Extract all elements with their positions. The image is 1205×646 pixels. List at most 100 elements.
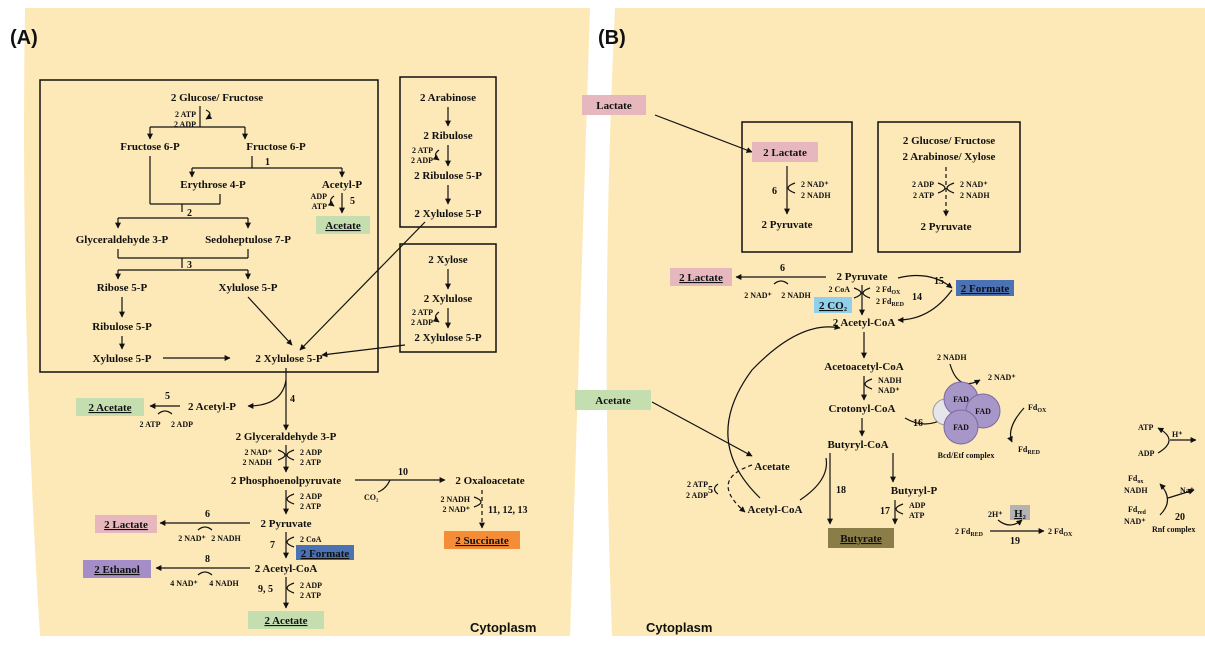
acetate-box (316, 216, 370, 234)
atp-acoa: 2 ATP (300, 591, 321, 600)
oxaloacetate: 2 Oxaloacetate (455, 475, 524, 487)
glucose-b: 2 Glucose/ Fructose (903, 135, 995, 147)
co2-b: 2 CO₂ (819, 300, 848, 312)
nad-bcd: 2 NAD⁺ (988, 373, 1016, 382)
acetyl-coa-b: 2 Acetyl-CoA (833, 317, 896, 329)
nadh-aa: NADH (878, 376, 902, 385)
succinate-box (444, 531, 520, 549)
nadh-glu-b: 2 NADH (960, 191, 990, 200)
adp-xyl: 2 ADP (411, 318, 433, 327)
lactate2-box-b (752, 142, 818, 162)
enzyme-17: 17 (880, 506, 890, 517)
succinate-product: 2 Succinate (455, 535, 509, 547)
adp-g3p: 2 ADP (300, 448, 322, 457)
pyruvate-b: 2 Pyruvate (836, 271, 887, 283)
atp-arab: 2 ATP (412, 146, 433, 155)
arabinose: 2 Arabinose (420, 92, 476, 104)
nad-g3p: 2 NAD⁺ (244, 448, 272, 457)
co2-box-b (814, 297, 852, 313)
ribulose: 2 Ribulose (423, 130, 472, 142)
pentose-phosphate-box (39, 79, 379, 373)
enzyme-5b: 5 (165, 391, 170, 402)
panel-label-b: (B) (598, 27, 626, 49)
fd-red-bcd: FdRED (1018, 445, 1041, 456)
butyryl-coa: Butyryl-CoA (827, 439, 888, 451)
adp-acoa: 2 ADP (300, 581, 322, 590)
atp-g3p: 2 ATP (300, 458, 321, 467)
panel-label-a: (A) (10, 27, 38, 49)
butyrate-product: Butyrate (840, 533, 882, 545)
adp-r: ADP (1138, 449, 1155, 458)
acetate-2-product: 2 Acetate (88, 402, 131, 414)
lactate-input-box (582, 95, 646, 115)
enzyme-18: 18 (836, 485, 846, 496)
butyryl-p: Butyryl-P (891, 485, 938, 497)
atp-bp: ATP (909, 511, 925, 520)
adp-bp: ADP (909, 501, 926, 510)
enzyme-9-5: 9, 5 (258, 584, 273, 595)
atp-r: ATP (1138, 423, 1154, 432)
acetate-product: Acetate (325, 220, 361, 232)
g3p: Glyceraldehyde 3-P (76, 234, 169, 246)
enzyme-10: 10 (398, 467, 408, 478)
fd-ox-bcd: FdOX (1028, 403, 1047, 414)
cytoplasm-label-b: Cytoplasm (646, 620, 712, 635)
xylose: 2 Xylose (428, 254, 468, 266)
pep: 2 Phosphoenolpyruvate (231, 475, 341, 487)
fad-label-2: FAD (975, 407, 991, 416)
acetate-in-b: Acetate (754, 461, 790, 473)
fad-3 (943, 409, 979, 445)
nad-aa: NAD⁺ (878, 386, 900, 395)
nadh-pyr: 2 NADH (211, 534, 241, 543)
ribulose-5p-2: 2 Ribulose 5-P (414, 170, 482, 182)
adp-a: ADP (311, 192, 328, 201)
enzyme-5-b: 5 (708, 485, 713, 496)
enzyme-8: 8 (205, 554, 210, 565)
acetyl-coa-single: Acetyl-CoA (748, 504, 803, 516)
butyrate-box (828, 528, 894, 548)
atp-glu-b: 2 ATP (913, 191, 934, 200)
h2-product: H₂ (1014, 508, 1027, 520)
fd-ox-h2: 2 FdOX (1048, 527, 1073, 538)
ribose-5p: Ribose 5-P (97, 282, 148, 294)
atp-a: ATP (312, 202, 328, 211)
formate-box-b (956, 280, 1014, 296)
enzyme-19: 19 (1010, 536, 1020, 547)
fd-ox-b: 2 FdOX (876, 285, 901, 296)
enzyme-5: 5 (350, 196, 355, 207)
formate-box-a (296, 545, 354, 560)
enzyme-6c: 6 (780, 263, 785, 274)
acetate-input-box (575, 390, 651, 410)
h2-ion: 2H⁺ (988, 510, 1002, 519)
xylulose-5p-a: Xylulose 5-P (219, 282, 278, 294)
lactate-product-box-b (670, 268, 732, 286)
ethanol-box (83, 560, 151, 578)
pyruvate-glu-b: 2 Pyruvate (920, 221, 971, 233)
xylulose: 2 Xylulose (424, 293, 473, 305)
h-plus: H⁺ (1172, 430, 1182, 439)
atp-pep: 2 ATP (300, 502, 321, 511)
nad-acoa: 4 NAD⁺ (170, 579, 198, 588)
adp-pep: 2 ADP (300, 492, 322, 501)
xylulose-5p-arab: 2 Xylulose 5-P (414, 208, 482, 220)
adp-ac-b: 2 ADP (686, 491, 708, 500)
acetyl-p-2: 2 Acetyl-P (188, 401, 236, 413)
nadh-g3p: 2 NADH (242, 458, 272, 467)
h2-box (1010, 505, 1030, 520)
cytoplasm-label-a: Cytoplasm (470, 620, 536, 635)
nad-rnf: NAD⁺ (1124, 517, 1146, 526)
xylulose-5p-xyl: 2 Xylulose 5-P (414, 332, 482, 344)
fad-label-1: FAD (953, 395, 969, 404)
nadh-rnf: NADH (1124, 486, 1148, 495)
acetate2-box (76, 398, 144, 416)
adp-glu-b: 2 ADP (912, 180, 934, 189)
enzyme-1: 1 (265, 157, 270, 168)
sedoheptulose: Sedoheptulose 7-P (205, 234, 291, 246)
glucose-label: 2 Glucose/ Fructose (171, 92, 263, 104)
acetate3-box (248, 611, 324, 629)
enzyme-4: 4 (290, 394, 295, 405)
co2-a: CO₂ (364, 493, 379, 502)
enzyme-2: 2 (187, 208, 192, 219)
glucose-box-b (877, 121, 1021, 253)
g3p-2: 2 Glyceraldehyde 3-P (236, 431, 337, 443)
